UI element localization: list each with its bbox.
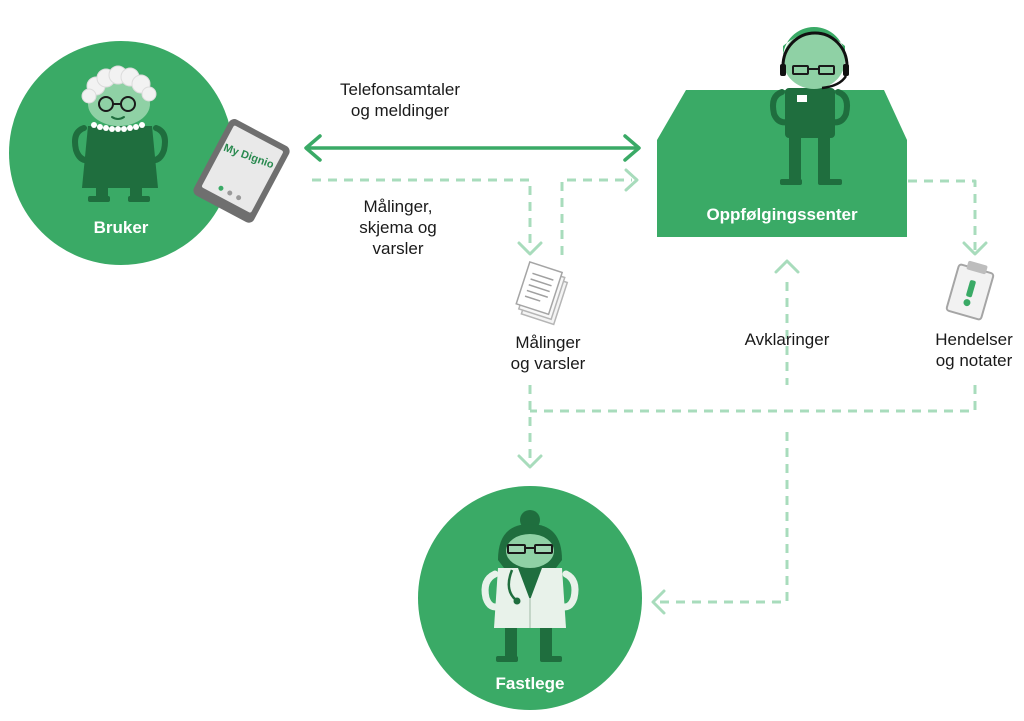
phone-edge-label: Telefonsamtaler og meldinger (339, 80, 460, 120)
operator-headset-icon (770, 27, 850, 185)
events-label: Hendelser og notater (935, 330, 1013, 370)
dashed-arrowheads (517, 168, 988, 615)
return-dashed-path (530, 385, 977, 413)
center-label: Oppfølgingssenter (706, 205, 858, 224)
doctor-icon (481, 510, 579, 662)
bruker-node (9, 41, 233, 265)
clarifications-label: Avklaringer (744, 330, 830, 349)
bruker-label: Bruker (93, 218, 149, 237)
tablet-icon: My Dignio (193, 119, 290, 223)
measurements-edge-label: Målinger, skjema og varsler (359, 197, 437, 258)
clarification-to-fastlege-path (660, 432, 789, 604)
center-node (657, 27, 907, 237)
fastlege-label: Fastlege (495, 674, 565, 693)
phone-arrow (304, 134, 641, 162)
events-dashed-path (908, 179, 977, 250)
elderly-woman-icon (72, 65, 168, 202)
measure-dashed-path (312, 178, 532, 250)
fastlege-node (418, 486, 642, 710)
doc-measurements-label: Målinger og varsler (510, 333, 586, 373)
documents-icon (515, 261, 569, 326)
clipboard-alert-icon (945, 260, 995, 321)
dashed-connectors (312, 178, 977, 604)
to-center-dashed-path (560, 178, 632, 255)
